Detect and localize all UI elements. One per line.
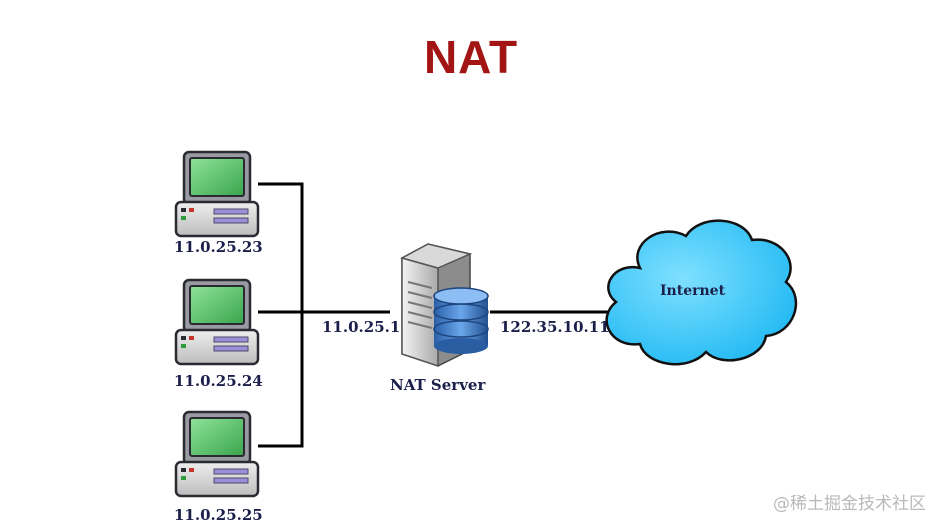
page-title: NAT (423, 31, 519, 83)
client-computer-2-icon (174, 278, 260, 366)
client-computer-1-icon (174, 150, 260, 238)
server-inner-ip: 11.0.25.1 (322, 318, 401, 336)
database-icon (433, 287, 489, 354)
client-ip-label-3: 11.0.25.25 (174, 506, 263, 524)
client-ip-label-2: 11.0.25.24 (174, 372, 263, 390)
client-computer-3-icon (174, 410, 260, 498)
watermark: @稀土掘金技术社区 (773, 494, 926, 514)
server-name: NAT Server (390, 376, 486, 394)
client-ip-label-1: 11.0.25.23 (174, 238, 263, 256)
internet-label: Internet (660, 283, 726, 299)
connection-lines (258, 182, 612, 448)
link-client-1 (258, 182, 304, 448)
internet-cloud-icon (605, 219, 798, 366)
server-outer-ip: 122.35.10.11 (500, 318, 610, 336)
